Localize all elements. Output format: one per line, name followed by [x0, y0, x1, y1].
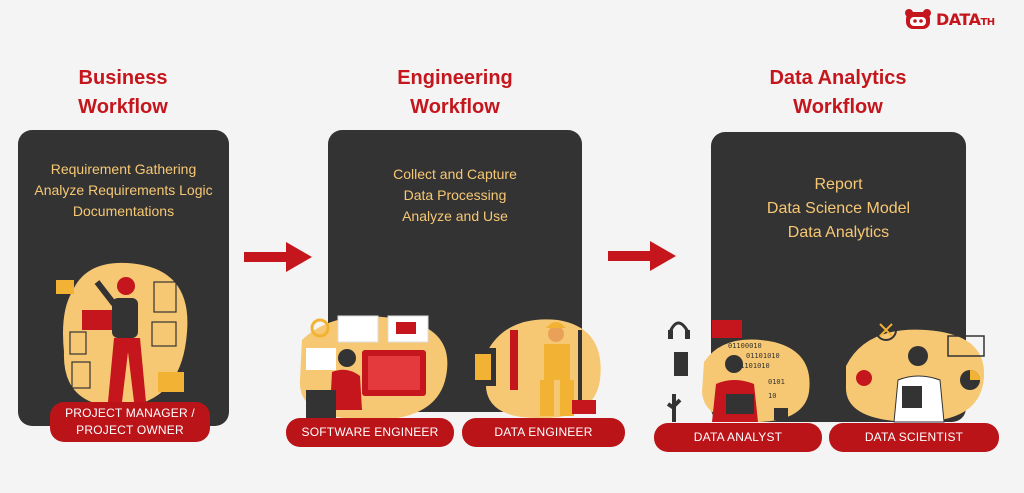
binary-text: 01100010	[728, 342, 762, 350]
logo-text: DATATH	[936, 9, 995, 29]
role-badge-data-engineer: DATA ENGINEER	[462, 418, 625, 447]
data-engineer-illustration	[470, 319, 601, 419]
step-item: Report	[814, 176, 863, 193]
step-item: Analyze Requirements Logic	[34, 182, 213, 198]
role-label: PROJECT OWNER	[76, 423, 184, 437]
step-item: Collect and Capture	[393, 166, 517, 182]
software-engineer-illustration	[299, 315, 448, 420]
role-label: SOFTWARE ENGINEER	[301, 425, 439, 439]
step-item: Data Processing	[403, 187, 507, 203]
binary-text: 10	[768, 392, 776, 400]
role-label: DATA ANALYST	[693, 430, 783, 444]
binary-text: 01101010	[736, 362, 770, 370]
role-badge-data-scientist: DATA SCIENTIST	[829, 423, 999, 452]
business-workflow-steps: Requirement Gathering Analyze Requiremen…	[18, 159, 229, 222]
data-analytics-workflow-steps: Report Data Science Model Data Analytics	[711, 173, 966, 245]
role-label: PROJECT MANAGER /	[65, 406, 195, 420]
role-badge-software-engineer: SOFTWARE ENGINEER	[286, 418, 454, 447]
step-item: Data Analytics	[787, 224, 890, 241]
data-scientist-illustration	[845, 319, 985, 423]
step-item: Analyze and Use	[402, 208, 508, 224]
step-item: Documentations	[72, 203, 175, 219]
role-badge-project-manager: PROJECT MANAGER / PROJECT OWNER	[50, 402, 210, 442]
brand-logo: DATATH	[903, 8, 995, 30]
arrow-right-icon	[608, 241, 676, 271]
arrow-right-icon	[244, 242, 312, 272]
step-item: Data Science Model	[766, 200, 911, 217]
role-badge-data-analyst: DATA ANALYST	[654, 423, 822, 452]
step-item: Requirement Gathering	[50, 161, 197, 177]
data-analyst-illustration: 01100010 01101010 01101010 0101 10	[666, 320, 810, 422]
robot-mascot-icon	[905, 9, 931, 29]
project-manager-illustration	[56, 262, 188, 407]
engineering-workflow-steps: Collect and Capture Data Processing Anal…	[328, 164, 582, 227]
role-label: DATA ENGINEER	[494, 425, 593, 439]
binary-text: 01101010	[746, 352, 780, 360]
binary-text: 0101	[768, 378, 785, 386]
role-label: DATA SCIENTIST	[864, 430, 964, 444]
